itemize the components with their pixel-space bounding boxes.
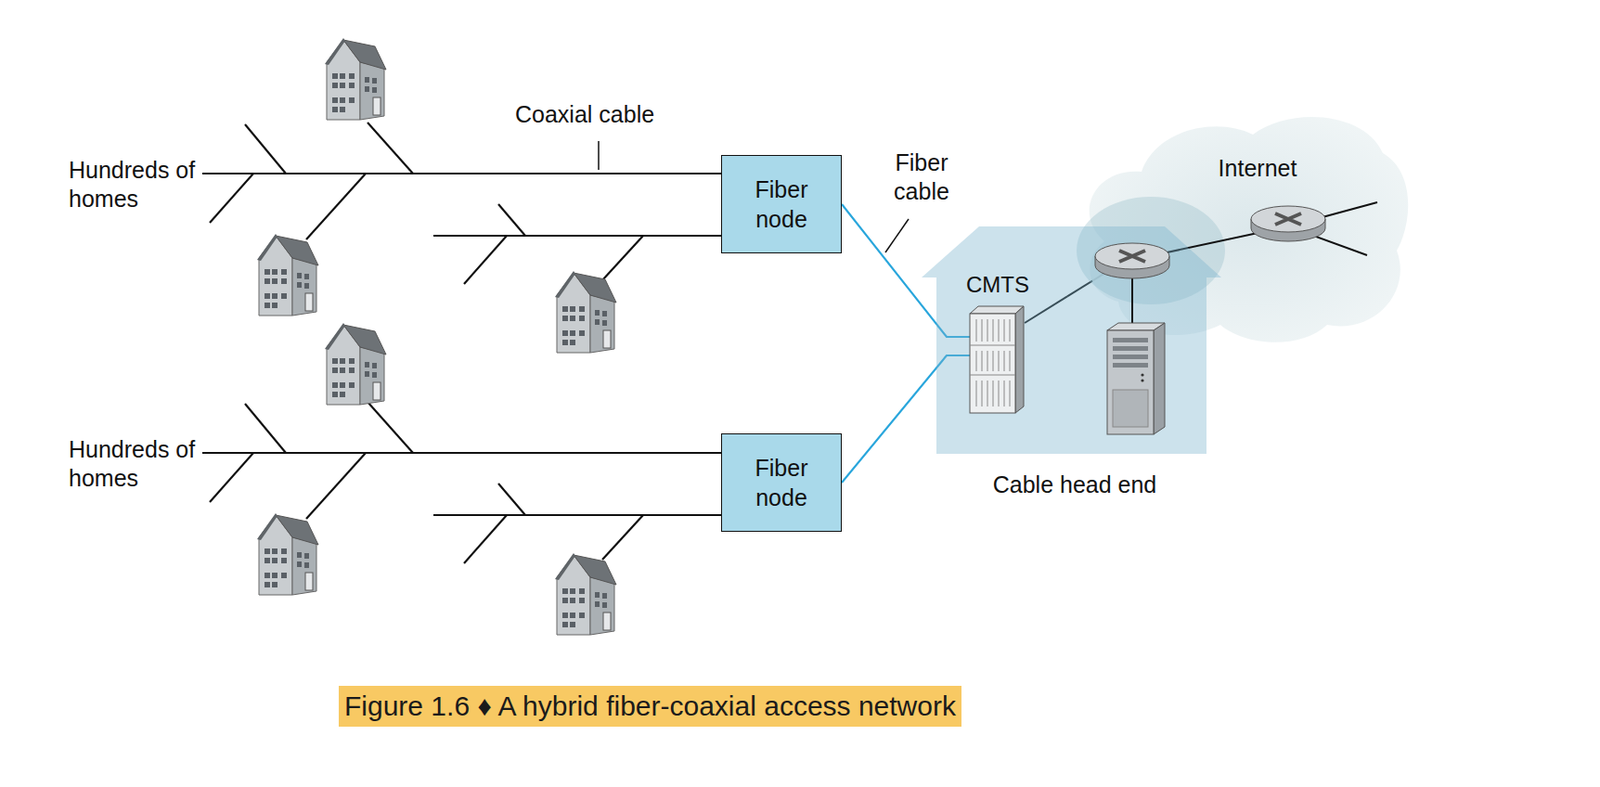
home <box>257 233 319 316</box>
leader-line <box>885 219 909 253</box>
home <box>554 553 617 635</box>
homes-label: Hundreds of homes <box>68 435 199 493</box>
cmts-device <box>965 270 1031 416</box>
homes-label: Hundreds of homes <box>68 155 199 214</box>
cable-head-end: Cable head end CMTS <box>921 226 1228 505</box>
cable-label: Coaxial cable <box>515 100 655 130</box>
fiber-cable <box>841 204 970 337</box>
link-extension <box>1067 256 1133 297</box>
router <box>1251 206 1326 242</box>
head-end-outline <box>921 226 1228 505</box>
home <box>324 322 387 405</box>
leader-line <box>597 141 600 170</box>
internet-cloud-node: Internet <box>1067 102 1411 353</box>
home <box>257 513 319 595</box>
home <box>324 38 387 120</box>
network-link <box>1024 296 1068 323</box>
home <box>554 270 617 353</box>
figure-caption: Figure 1.6 ♦ A hybrid fiber-coaxial acce… <box>338 685 962 727</box>
fiber-cable <box>841 355 970 483</box>
fiber-node-box: Fiber node <box>721 433 842 532</box>
node-label: CMTS <box>946 270 1049 299</box>
fiber-node-box: Fiber node <box>721 154 842 254</box>
node-label: Fiber node <box>739 174 824 234</box>
router <box>1095 243 1170 279</box>
cmts-node: CMTS <box>965 270 1031 416</box>
node-label: Fiber node <box>739 452 824 513</box>
server <box>1107 322 1165 435</box>
cable-label: Fiber cable <box>879 148 964 207</box>
internet-cloud <box>1067 102 1411 353</box>
node-label: Internet <box>1183 154 1332 182</box>
node-label: Cable head end <box>921 470 1228 499</box>
